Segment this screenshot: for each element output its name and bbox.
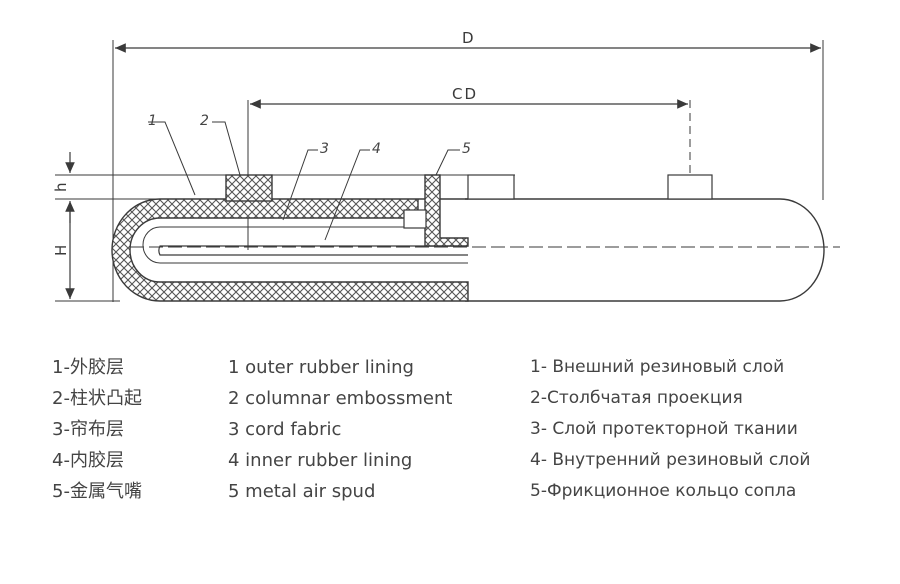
cross-section-drawing: D CD h H 1 2: [52, 29, 840, 302]
h-label: h: [52, 180, 70, 192]
legend-en-item: 4 inner rubber lining: [228, 450, 413, 471]
legend-ru-item: 1- Внешний резиновый слой: [530, 357, 785, 377]
embossment-right: [667, 174, 713, 200]
legend-russian-column: 1- Внешний резиновый слой 2-Столбчатая п…: [530, 352, 810, 507]
cord-fabric-line: [142, 226, 468, 264]
legend-chinese-column: 1-外胶层 2-柱状凸起 3-帘布层 4-内胶层 5-金属气嘴: [52, 352, 142, 507]
columnar-embossment: [225, 174, 273, 202]
legend-en-item: 2 columnar embossment: [228, 388, 453, 409]
legend-ru-item: 3- Слой протекторной ткании: [530, 419, 798, 439]
callout-2-leader: [212, 121, 241, 176]
callout-5-label: 5: [462, 141, 471, 157]
spud-nut: [403, 209, 427, 229]
legend-ru-item: 5-Фрикционное кольцо сопла: [530, 481, 797, 501]
callout-3-label: 3: [320, 141, 329, 157]
legend: 1-外胶层 2-柱状凸起 3-帘布层 4-内胶层 5-金属气嘴 1 outer …: [0, 352, 900, 532]
tube-wall-hatched: [111, 198, 469, 302]
legend-english-column: 1 outer rubber lining 2 columnar embossm…: [228, 352, 452, 507]
callout-5-leader: [435, 149, 460, 176]
legend-cn-item: 3-帘布层: [52, 419, 124, 440]
legend-cn-item: 4-内胶层: [52, 450, 124, 471]
d-label: D: [462, 29, 476, 47]
legend-cn-item: 5-金属气嘴: [52, 481, 142, 502]
legend-en-item: 1 outer rubber lining: [228, 357, 414, 378]
spud-outline-right: [467, 174, 515, 200]
metal-air-spud: [424, 174, 469, 247]
legend-cn-item: 2-柱状凸起: [52, 388, 142, 409]
callout-4-label: 4: [372, 141, 381, 157]
legend-ru-item: 4- Внутренний резиновый слой: [530, 450, 811, 470]
callout-3-leader: [282, 149, 318, 221]
callout-4-leader: [324, 149, 370, 241]
legend-ru-item: 2-Столбчатая проекция: [530, 388, 743, 408]
callout-2-label: 2: [200, 113, 209, 129]
callout-1-leader: [148, 121, 196, 196]
legend-cn-item: 1-外胶层: [52, 357, 124, 378]
H-label: H: [52, 243, 70, 256]
tube-right-outline: [465, 198, 825, 302]
inner-lining-line: [158, 245, 468, 256]
legend-en-item: 3 cord fabric: [228, 419, 342, 440]
legend-en-item: 5 metal air spud: [228, 481, 376, 502]
callout-1-label: 1: [148, 113, 157, 129]
cd-label: CD: [452, 85, 478, 103]
